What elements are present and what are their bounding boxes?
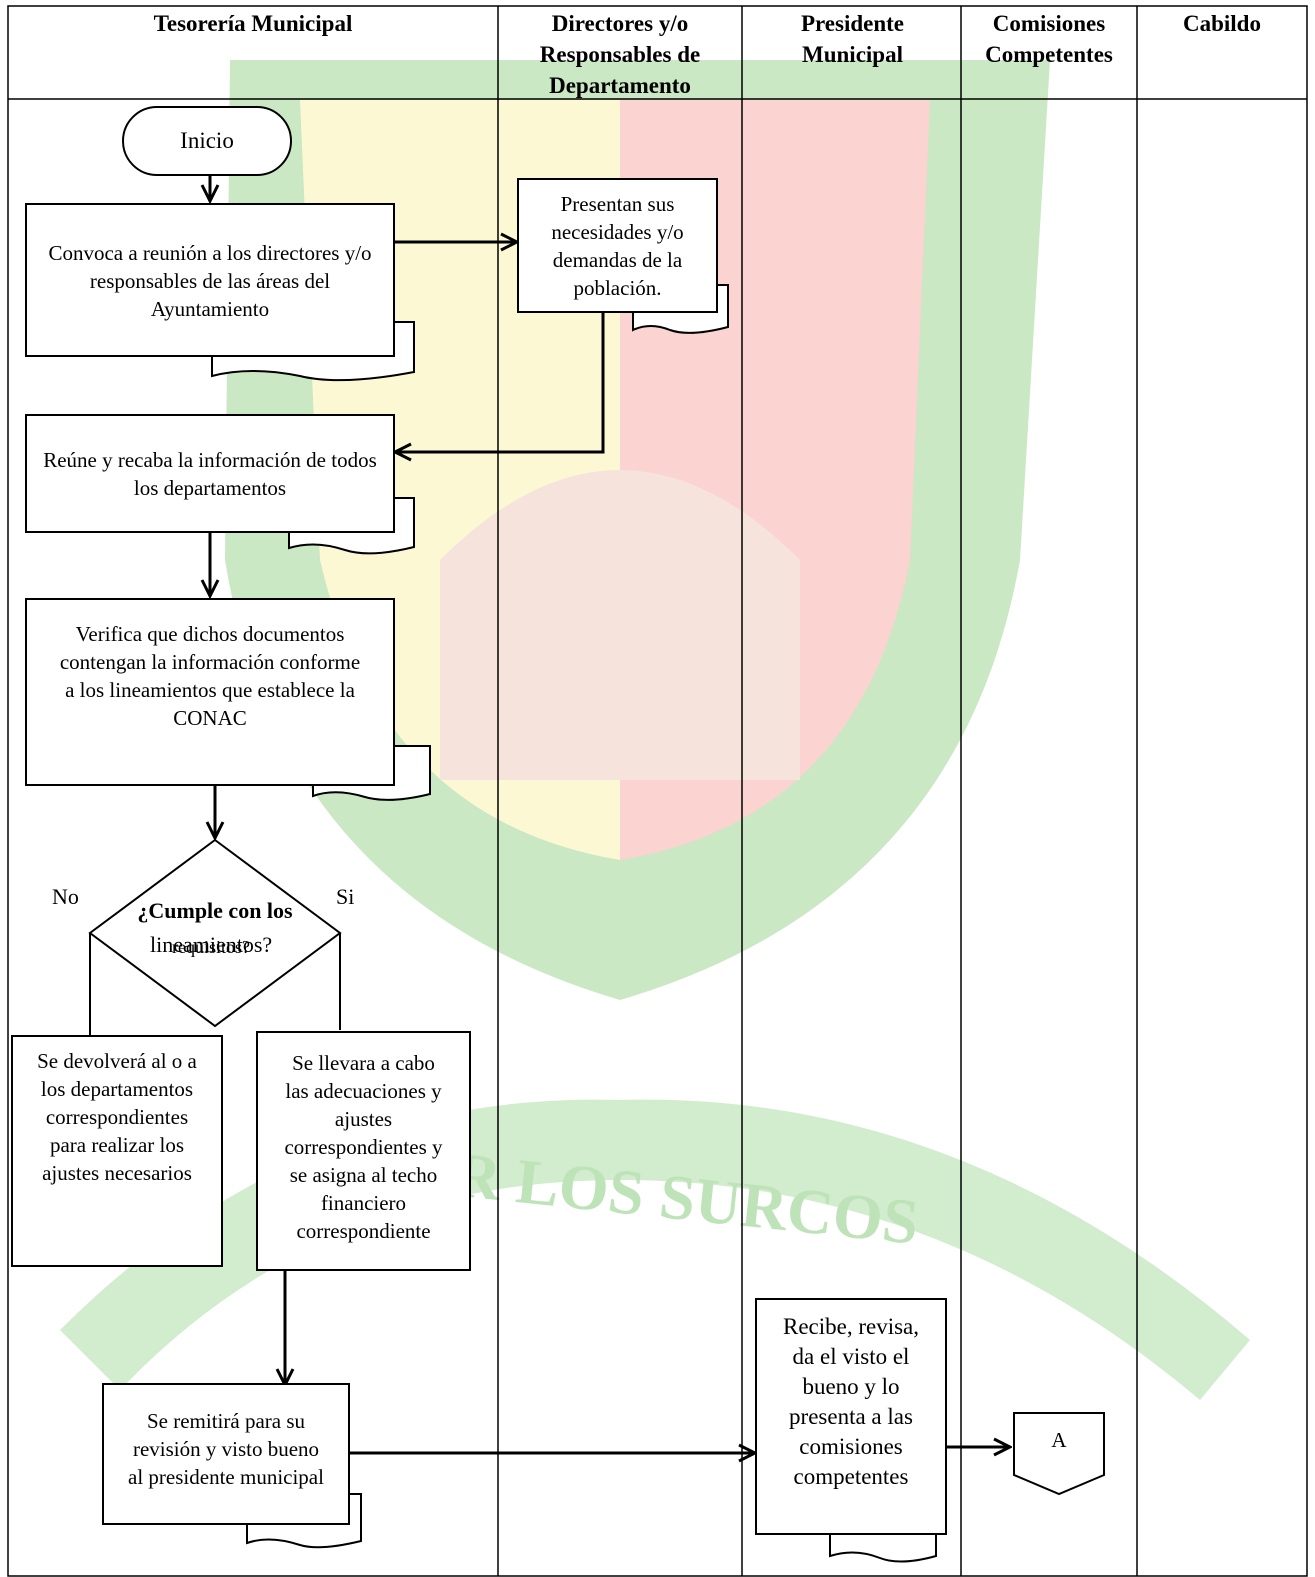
decision-text-requisitos: requisitos?: [172, 937, 250, 957]
process-devolvera-text: Se devolverá al o a los departamentos co…: [37, 1049, 197, 1185]
branch-label-si: Si: [336, 884, 355, 909]
offpage-connector-label: A: [1051, 1428, 1067, 1452]
lane-header-cabildo: Cabildo: [1183, 11, 1261, 36]
process-llevara: Se llevara a cabo las adecuaciones y aju…: [256, 1031, 471, 1271]
process-convoca: Convoca a reunión a los directores y/o r…: [25, 203, 395, 357]
process-reune: Reúne y recaba la información de todos l…: [25, 414, 395, 533]
offpage-connector-shape: [1013, 1412, 1105, 1496]
arrow-presentan-reune: [395, 313, 605, 452]
process-presentan: Presentan sus necesidades y/o demandas d…: [517, 178, 718, 313]
process-remitira: Se remitirá para su revisión y visto bue…: [102, 1383, 350, 1525]
start-terminator: Inicio: [122, 106, 292, 176]
process-recibe-text: Recibe, revisa, da el visto el bueno y l…: [782, 1314, 920, 1489]
process-llevara-text: Se llevara a cabo las adecuaciones y aju…: [284, 1051, 443, 1243]
lane-header-tesoreria: Tesorería Municipal: [153, 11, 353, 36]
process-remitira-text: Se remitirá para su revisión y visto bue…: [128, 1409, 324, 1489]
decision-question-bold: ¿Cumple con los: [137, 898, 293, 923]
process-convoca-text: Convoca a reunión a los directores y/o r…: [48, 241, 372, 321]
process-verifica-text: Verifica que dichos documentos contengan…: [59, 622, 361, 730]
crest-arch: [440, 470, 800, 780]
branch-label-no: No: [52, 884, 79, 909]
process-reune-text: Reúne y recaba la información de todos l…: [43, 448, 377, 500]
start-label: Inicio: [180, 128, 234, 153]
lane-header-presidente: Presidente Municipal: [800, 11, 905, 67]
decision-diamond: [88, 838, 342, 1028]
decision-text-lineamientos: lineamientos?: [150, 932, 273, 957]
lane-header-comisiones: Comisiones Competentes: [985, 11, 1113, 67]
process-recibe: Recibe, revisa, da el visto el bueno y l…: [755, 1298, 947, 1535]
lane-header-directores: Directores y/o Responsables de Departame…: [539, 11, 701, 98]
process-presentan-text: Presentan sus necesidades y/o demandas d…: [551, 192, 684, 300]
process-verifica: Verifica que dichos documentos contengan…: [25, 598, 395, 786]
process-devolvera: Se devolverá al o a los departamentos co…: [11, 1035, 223, 1267]
